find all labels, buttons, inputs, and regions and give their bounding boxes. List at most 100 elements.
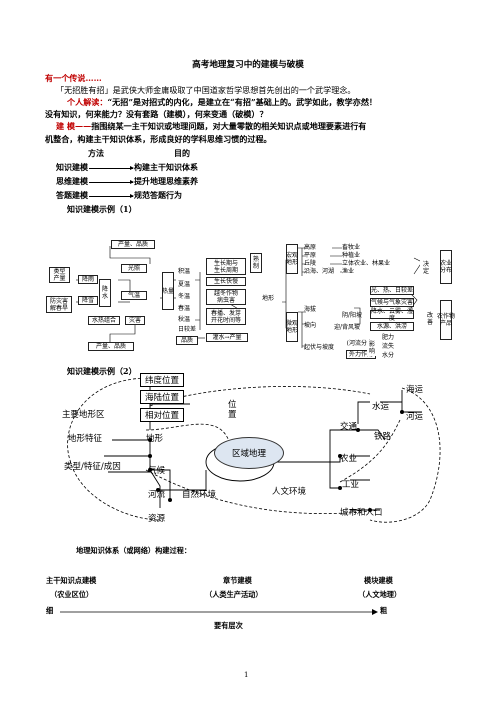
temperature-box: 气温	[121, 291, 147, 300]
sunlight-box: 光照	[121, 264, 147, 273]
natural-environment-label: 自然环境	[182, 490, 217, 500]
stereo-agriculture-label: 立体农业、林果业	[342, 260, 391, 267]
crop-product-box: 农作物 产品	[437, 300, 455, 340]
precipitation-box: 降 水	[99, 279, 111, 307]
fishery-label: 渔业	[342, 268, 355, 275]
latitude-position-box: 纬度位置	[140, 373, 184, 387]
method-row-2: 思维建模提升地理思维素养	[56, 176, 198, 186]
spring-temp-label: 春温	[178, 305, 191, 312]
hill-label: 丘陵	[304, 260, 317, 267]
precip-cloud-box: 降水、云雾、湿度	[370, 307, 414, 322]
plain-label: 平原	[304, 252, 317, 259]
improve-label: 改 善	[424, 308, 436, 330]
diurnal-range-label: 日较差	[178, 326, 197, 333]
heat-box: 热量	[162, 272, 174, 310]
coarse-label: 粗	[380, 606, 388, 615]
landform-label: 地形	[146, 434, 164, 444]
fine-label: 细	[46, 606, 54, 615]
regional-geography-center: 区域地理	[214, 437, 284, 469]
relative-position-box: 相对位置	[140, 408, 184, 422]
hazard-box: 灾害	[125, 316, 145, 325]
snowfall-box: 降雪	[78, 296, 98, 305]
accumulated-temp-label: 积温	[178, 268, 191, 275]
terrain-label: 地形	[262, 295, 275, 302]
slope-label: 起伏与坡度	[304, 344, 335, 351]
fine-to-coarse-arrow	[60, 609, 378, 615]
light-heat-box: 光、热、日较差	[370, 286, 414, 295]
water-transport-label: 水运	[372, 402, 390, 412]
moisture-label: 水分	[382, 352, 395, 359]
goal-header: 目的	[174, 148, 190, 158]
type-feature-cause-label: 类型/特征/成因	[64, 462, 121, 472]
stage-1-name: 主干知识点建模	[46, 576, 97, 585]
coast-label: 沿海、河湖	[304, 268, 335, 275]
river-label: 河流	[148, 490, 166, 500]
model-definition-line-2: 机整合，构建主干知识体系，形成良好的学科思维习惯的过程。	[45, 134, 272, 144]
planting-label: 种植业	[342, 252, 361, 259]
major-landform-label: 主要地形区	[62, 410, 105, 420]
irrigation-box: 灌水→产量	[206, 333, 248, 342]
climate-label: 气候	[148, 466, 166, 476]
model-definition-line-1: 建 模——指围绕某一主干知识或地理问题，对大量零散的相关知识点或地理要素进行有	[56, 121, 367, 131]
summer-temp-label: 夏温	[178, 281, 191, 288]
bottom-output-box: 产量、品质	[88, 342, 134, 351]
example1-title: 知识建模示例（1）	[67, 204, 137, 214]
page-title: 高考地理复习中的建模与破模	[192, 60, 304, 70]
top-output-box: 产量、品质	[111, 240, 155, 249]
climate-hazard-box: 气候与气象灾害	[370, 298, 414, 307]
interpretation-line-1: 个人解读：“无招”是对招式的内化，是建立在“有招”基础上的。武学如此，教学亦然！	[67, 97, 378, 107]
decide-label: 决 定	[420, 254, 432, 282]
altitude-label: 海拔	[304, 306, 317, 313]
sowing-box: 春播、发芽 开花时间等	[206, 308, 246, 325]
sunny-shady-label: 阴/阳坡	[342, 312, 363, 319]
aspect-label: 坡向	[304, 322, 317, 329]
pastoral-label: 畜牧业	[342, 244, 361, 251]
human-environment-label: 人文环境	[272, 487, 307, 497]
stage-2-sub: （人类生产活动）	[205, 590, 263, 599]
water-flood-box: 水源、洪涝	[370, 322, 414, 331]
winter-temp-label: 冬温	[178, 293, 191, 300]
transport-label: 交通	[340, 422, 358, 432]
stage-2-name: 章节建模	[223, 576, 252, 585]
macro-terrain-box: 宏观 地形	[286, 244, 298, 274]
windward-label: 迎/背风坡	[334, 324, 361, 331]
interpretation-label: 个人解读：	[67, 97, 108, 107]
disaster-box: 防灾害 解春旱	[46, 296, 72, 313]
growth-period-box: 生长期与 生长周期	[206, 258, 246, 275]
page-number: 1	[244, 671, 249, 679]
growth-rate-box: 生长快慢	[206, 277, 246, 286]
industry-label: 工业	[342, 480, 360, 490]
legend-heading: 有一个传说……	[45, 73, 102, 83]
position-label: 位置	[228, 400, 237, 420]
loss-label: 流失	[382, 343, 395, 350]
interpretation-line-2: 没有知识，何来能力？没有套路（建模），何来变通（破模）？	[45, 109, 268, 119]
stage-3-name: 模块建模	[364, 576, 393, 585]
example2-title: 知识建模示例（2）	[67, 366, 137, 376]
legend-text: 「无招胜有招」是武侠大师金庸吸取了中国道家哲学思想首先创出的一个武学理念。	[56, 85, 356, 95]
influence-label: 影 响	[367, 340, 377, 356]
agriculture-label: 农业	[340, 454, 358, 464]
water-heat-box: 水热组合	[88, 316, 120, 325]
quality-box: 品质	[176, 336, 198, 345]
autumn-temp-label: 秋温	[178, 316, 191, 323]
plateau-label: 高原	[304, 244, 317, 251]
method-header: 方法	[88, 148, 104, 158]
build-process-title: 地理知识体系（或网络）构建过程：	[76, 546, 192, 555]
sea-transport-label: 海运	[406, 385, 424, 395]
sea-land-position-box: 海陆位置	[140, 390, 184, 404]
stage-3-sub: （人文地理）	[358, 590, 402, 599]
rainfall-box: 降雨	[78, 275, 98, 284]
method-row-3: 答题建模规范答题行为	[56, 190, 182, 200]
model-label: 建 模——	[56, 121, 92, 131]
type-yield-box: 类型 产量	[49, 267, 70, 283]
method-row-1: 知识建模构建主干知识体系	[56, 162, 198, 172]
railway-label: 铁路	[374, 432, 392, 442]
stage-1-sub: （农业区位）	[50, 590, 94, 599]
resource-label: 资源	[148, 514, 166, 524]
landform-feature-label: 地形特征	[68, 434, 103, 444]
micro-terrain-box: 微观 地形	[286, 312, 298, 342]
fertility-label: 肥力	[382, 334, 395, 341]
overwintering-box: 越冬作物 病虫害	[206, 289, 246, 305]
river-transport-label: 河运	[406, 412, 424, 422]
levels-label: 要有层次	[214, 621, 243, 630]
